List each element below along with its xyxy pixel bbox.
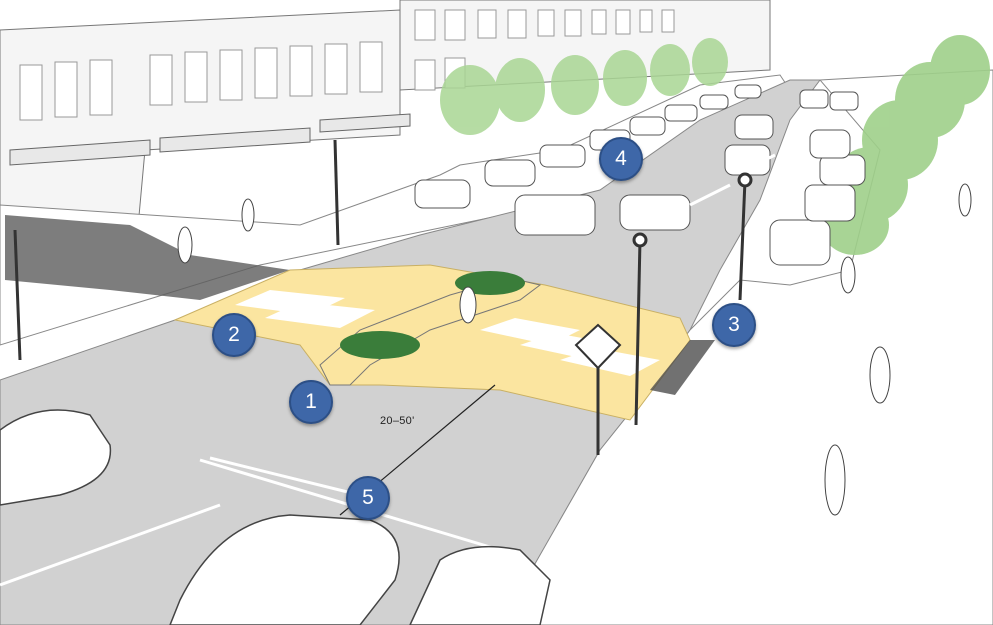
street-trees-left bbox=[440, 38, 728, 135]
street-lamps bbox=[13, 139, 753, 426]
tactile-strip bbox=[650, 340, 715, 395]
paved-plaza bbox=[5, 215, 290, 300]
parked-cars-left bbox=[414, 84, 762, 209]
crosswalk-stripes bbox=[235, 290, 660, 376]
foreground-cars bbox=[0, 409, 551, 625]
crossing-width-label: 20–50' bbox=[380, 415, 415, 427]
callout-2[interactable]: 2 bbox=[212, 313, 256, 357]
callout-5[interactable]: 5 bbox=[346, 476, 390, 520]
callout-3[interactable]: 3 bbox=[712, 303, 756, 347]
pedestrians bbox=[177, 183, 972, 516]
road-sign bbox=[574, 323, 622, 455]
building-left bbox=[0, 0, 771, 261]
callout-1[interactable]: 1 bbox=[289, 380, 333, 424]
moving-cars bbox=[514, 89, 859, 236]
parked-cars-right bbox=[769, 129, 866, 266]
median-plantings bbox=[340, 271, 525, 359]
callout-4[interactable]: 4 bbox=[599, 137, 643, 181]
